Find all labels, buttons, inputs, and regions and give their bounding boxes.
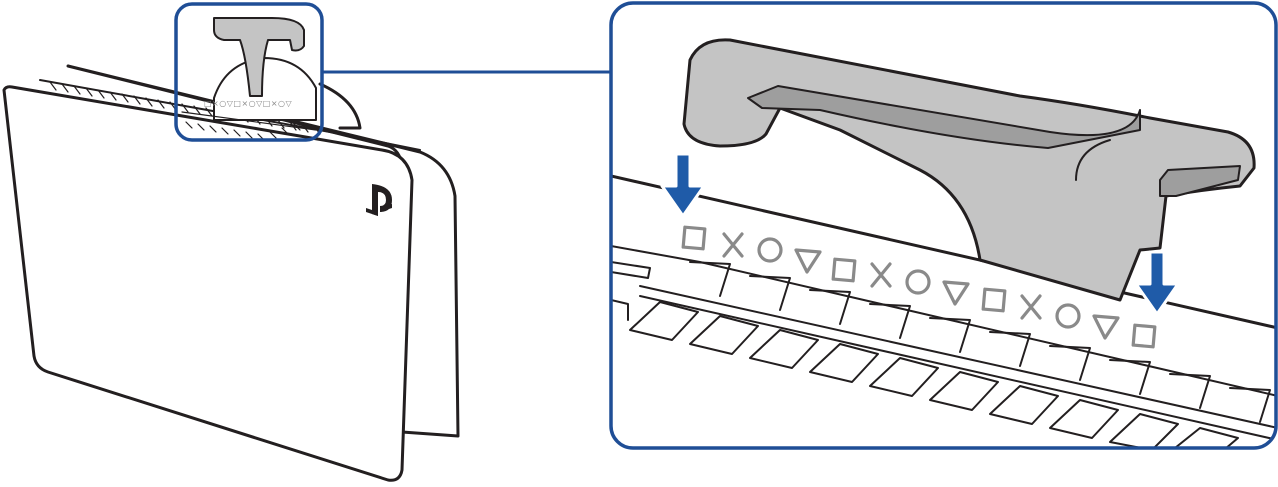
square-icon <box>1131 323 1157 349</box>
square-icon <box>831 257 857 283</box>
cross-icon <box>1020 294 1042 320</box>
stand-hook <box>682 38 1256 302</box>
vent-slots-left <box>611 261 651 321</box>
symbol-row <box>681 225 1157 349</box>
down-arrow-icon <box>1134 250 1180 316</box>
square-icon <box>981 287 1007 313</box>
vent-fins <box>629 261 1271 448</box>
down-arrow-icon <box>660 152 706 218</box>
cross-icon <box>722 232 744 258</box>
small-callout-content: □×○▽□×○▽□×○▽ <box>181 17 317 141</box>
console-back-cover <box>66 64 460 438</box>
circle-icon <box>757 237 783 263</box>
stand-hook-tab <box>1159 165 1241 197</box>
console-top-edge <box>611 174 1276 330</box>
enlarged-detail <box>611 3 1276 448</box>
triangle-icon <box>942 280 970 306</box>
console-top-vents <box>39 79 421 151</box>
enlarged-callout-frame <box>609 1 1278 450</box>
square-icon <box>681 225 707 251</box>
small-stand-arm <box>213 17 305 97</box>
triangle-icon <box>794 248 822 274</box>
vent-rail-lower <box>639 295 1276 441</box>
triangle-icon <box>1092 314 1120 340</box>
stand-disc <box>318 82 362 130</box>
console-front-cover <box>2 85 414 482</box>
stand-hook-inner <box>747 85 1141 149</box>
small-symbol-row: □×○▽□×○▽□×○▽ <box>204 99 293 108</box>
console-overview: □×○▽□×○▽□×○▽ <box>2 2 460 482</box>
small-stand-disc <box>213 57 317 121</box>
circle-icon <box>905 269 931 295</box>
playstation-logo-icon <box>366 184 392 216</box>
cross-icon <box>870 262 892 288</box>
circle-icon <box>1055 303 1081 329</box>
vent-rail-upper <box>639 285 1276 429</box>
